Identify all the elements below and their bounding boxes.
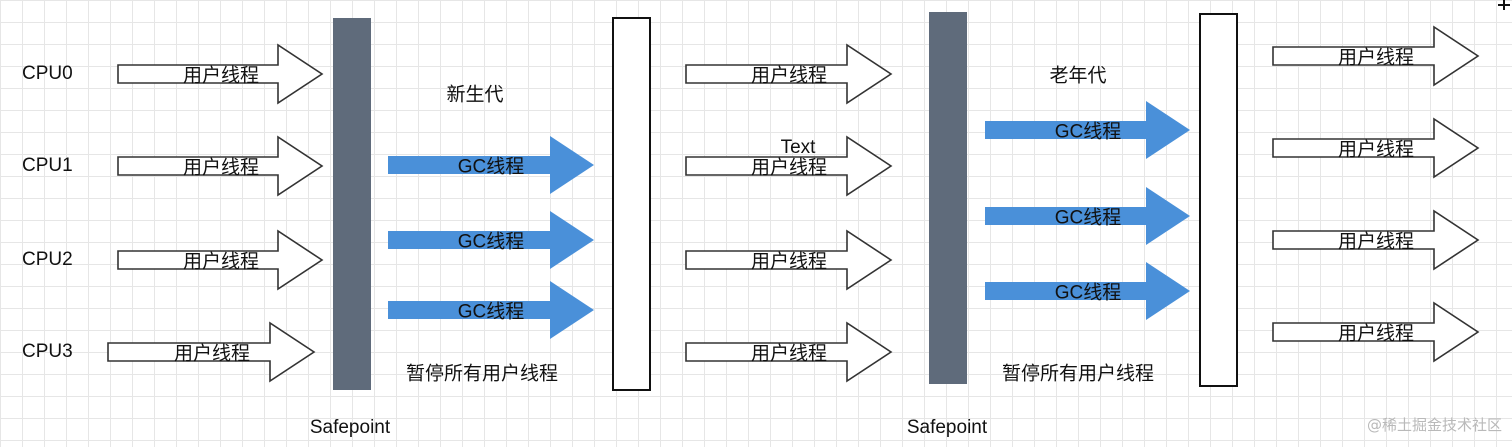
user-thread-label: 用户线程 — [1337, 139, 1415, 161]
gc-thread-label: GC线程 — [457, 231, 525, 253]
user-thread-arrow — [117, 43, 324, 105]
gc-thread-label: GC线程 — [1054, 282, 1122, 304]
user-thread-label: 用户线程 — [750, 157, 828, 179]
gc-thread-arrow — [985, 262, 1190, 320]
user-thread-label: 用户线程 — [1337, 47, 1415, 69]
gc-thread-arrow — [388, 136, 594, 194]
user-thread-arrow — [685, 135, 893, 197]
gc-thread-label: GC线程 — [457, 301, 525, 323]
pause-caption-2: 暂停所有用户线程 — [1001, 363, 1155, 385]
user-thread-label: 用户线程 — [182, 251, 260, 273]
safepoint-bar-2 — [929, 12, 967, 384]
stage-box-1 — [612, 17, 651, 391]
young-gen-caption: 新生代 — [446, 84, 504, 106]
safepoint-caption-1: Safepoint — [309, 417, 391, 438]
safepoint-caption-2: Safepoint — [906, 417, 988, 438]
cpu-label-1: CPU1 — [22, 155, 73, 176]
gc-thread-arrow — [388, 211, 594, 269]
user-thread-label: 用户线程 — [750, 65, 828, 87]
user-thread-arrow — [1272, 301, 1480, 363]
safepoint-bar-1 — [333, 18, 371, 390]
cpu-label-2: CPU2 — [22, 249, 73, 270]
user-thread-arrow — [685, 321, 893, 383]
user-thread-label: 用户线程 — [1337, 231, 1415, 253]
user-thread-arrow — [1272, 117, 1480, 179]
gc-thread-arrow — [985, 101, 1190, 159]
user-thread-label: 用户线程 — [750, 343, 828, 365]
user-thread-arrow — [685, 43, 893, 105]
cpu-label-0: CPU0 — [22, 63, 73, 84]
cpu-label-3: CPU3 — [22, 341, 73, 362]
watermark: @稀土掘金技术社区 — [1366, 416, 1502, 434]
old-gen-caption: 老年代 — [1049, 65, 1107, 87]
stage-box-2 — [1199, 13, 1238, 387]
user-thread-arrow — [1272, 209, 1480, 271]
user-thread-label: 用户线程 — [750, 251, 828, 273]
user-thread-label: 用户线程 — [173, 343, 251, 365]
user-thread-arrow — [107, 321, 316, 383]
stray-text-label: Text — [780, 137, 816, 158]
user-thread-arrow — [685, 229, 893, 291]
gc-thread-arrow — [388, 281, 594, 339]
user-thread-arrow — [1272, 25, 1480, 87]
user-thread-label: 用户线程 — [1337, 323, 1415, 345]
gc-thread-label: GC线程 — [1054, 207, 1122, 229]
user-thread-label: 用户线程 — [182, 157, 260, 179]
user-thread-arrow — [117, 135, 324, 197]
gc-thread-arrow — [985, 187, 1190, 245]
gc-thread-label: GC线程 — [457, 156, 525, 178]
pause-caption-1: 暂停所有用户线程 — [405, 363, 559, 385]
gc-thread-label: GC线程 — [1054, 121, 1122, 143]
user-thread-arrow — [117, 229, 324, 291]
user-thread-label: 用户线程 — [182, 65, 260, 87]
